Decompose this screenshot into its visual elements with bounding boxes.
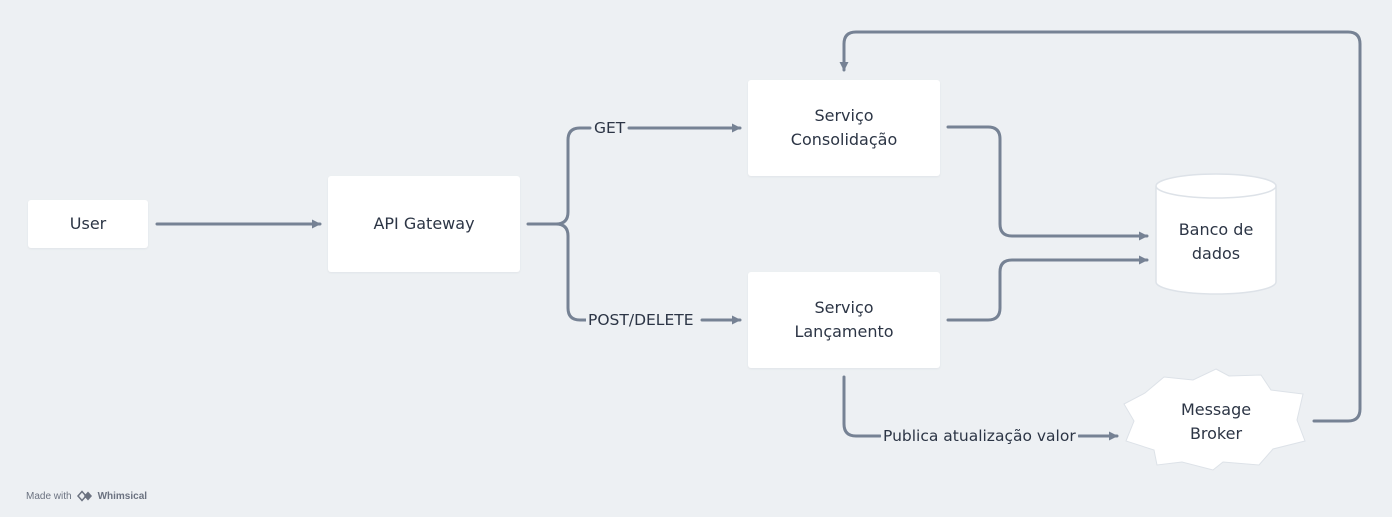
database-cylinder	[1155, 173, 1277, 295]
message-broker-label-line2: Broker	[1189, 424, 1243, 443]
banco-de-dados-node[interactable]: Banco de dados	[1156, 200, 1276, 284]
servico-lancamento-label-line2: Lançamento	[794, 322, 894, 341]
banco-de-dados-label-line1: Banco de	[1178, 220, 1254, 239]
made-with-label: Made with	[26, 490, 72, 502]
edge-label-get: GET	[592, 118, 628, 138]
edge-label-publica: Publica atualização valor	[881, 426, 1078, 446]
api-gateway-node[interactable]: API Gateway	[328, 176, 520, 272]
whimsical-logo-icon	[76, 490, 92, 502]
edge-label-post-delete: POST/DELETE	[586, 310, 696, 330]
edge-gateway-brace	[526, 126, 592, 322]
servico-lancamento-node[interactable]: Serviço Lançamento	[748, 272, 940, 368]
api-gateway-label: API Gateway	[373, 214, 475, 233]
user-node[interactable]: User	[28, 200, 148, 248]
whimsical-brand-label: Whimsical	[97, 490, 148, 502]
servico-lancamento-label-line1: Serviço	[814, 298, 874, 317]
servico-consolidacao-node[interactable]: Serviço Consolidação	[748, 80, 940, 176]
message-broker-label-line1: Message	[1180, 400, 1252, 419]
edge-broker-to-consolidacao	[839, 30, 1362, 423]
user-label: User	[69, 214, 107, 233]
message-broker-node[interactable]: Message Broker	[1146, 394, 1286, 450]
edge-lancamento-to-banco	[946, 255, 1149, 322]
edge-lancamento-to-broker	[842, 375, 1117, 436]
made-with-badge[interactable]: Made with Whimsical	[26, 489, 147, 503]
servico-consolidacao-label-line1: Serviço	[814, 106, 874, 125]
message-broker-burst	[1123, 368, 1306, 471]
banco-de-dados-label-line2: dados	[1191, 244, 1241, 263]
servico-consolidacao-label-line2: Consolidação	[790, 130, 898, 149]
edge-consolidacao-to-banco	[946, 125, 1149, 241]
